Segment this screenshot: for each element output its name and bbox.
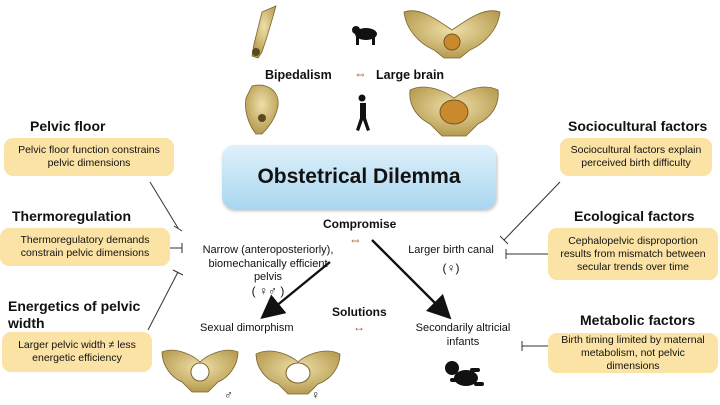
pelvic-floor-title: Pelvic floor [30,118,106,134]
pelvic-floor-text: Pelvic floor function constrains pelvic … [18,144,160,169]
solutions-arrow-icon: ↔ [353,320,365,334]
bipedalism-label: Bipedalism [265,68,332,82]
ecological-title: Ecological factors [574,208,695,224]
larger-canal-label: Larger birth canal (♀) [408,244,494,275]
narrow-pelvis-label: Narrow (anteroposteriorly), biomechanica… [202,244,334,298]
metabolic-title: Metabolic factors [580,312,696,328]
chimp-pelvis-lateral-icon [251,5,277,59]
arrow-to-altricial [371,239,452,320]
pelvic-floor-box: Pelvic floor function constrains pelvic … [4,138,174,176]
solutions-label: Solutions [332,305,387,319]
compromise-label: Compromise [323,217,397,231]
right-connectors [499,181,561,351]
female-symbol: ♀ [311,388,320,402]
sociocultural-title: Sociocultural factors [568,118,708,134]
human-walking-silhouette-icon [356,94,370,131]
sociocultural-text: Sociocultural factors explain perceived … [570,144,702,169]
energetics-text: Larger pelvic width ≠ less energetic eff… [18,339,136,364]
female-pelvis-icon [255,350,341,395]
compromise-arrow-icon: ⇔ [349,232,362,247]
tradeoff-arrow-icon: ⇔ [354,66,367,81]
metabolic-text: Birth timing limited by maternal metabol… [561,333,705,372]
energetics-box: Larger pelvic width ≠ less energetic eff… [2,332,152,372]
metabolic-box: Birth timing limited by maternal metabol… [548,333,718,373]
ecological-box: Cephalopelvic disproportion results from… [548,228,718,280]
male-symbol: ♂ [224,388,233,402]
chimpanzee-silhouette-icon [352,26,377,45]
sexual-dimorphism-label: Sexual dimorphism [200,322,294,334]
energetics-title: Energetics of pelvic width [8,298,141,331]
infant-silhouette-icon [445,361,484,386]
sociocultural-box: Sociocultural factors explain perceived … [560,138,712,176]
large-brain-label: Large brain [376,68,445,82]
arrow-to-dimorphism [260,261,331,320]
chimp-pelvis-frontal-icon [403,10,501,59]
male-pelvis-icon [161,349,239,393]
thermoregulation-text: Thermoregulatory demands constrain pelvi… [20,234,150,259]
obstetrical-dilemma-title: Obstetrical Dilemma [257,165,461,188]
left-connectors [147,181,184,331]
thermoregulation-box: Thermoregulatory demands constrain pelvi… [0,228,170,266]
human-pelvis-lateral-icon [245,84,279,135]
human-pelvis-frontal-icon [409,86,499,137]
altricial-infants-label: Secondarily altricial infants [415,322,511,348]
thermoregulation-title: Thermoregulation [12,208,132,224]
obstetrical-dilemma-box: Obstetrical Dilemma [222,145,496,209]
ecological-text: Cephalopelvic disproportion results from… [560,234,706,273]
